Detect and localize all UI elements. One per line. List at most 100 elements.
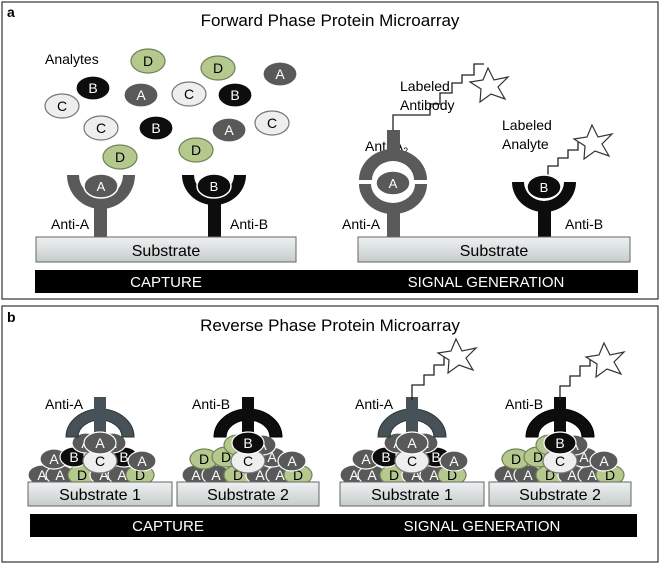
substrate-2-label-signal: Substrate 2 (519, 487, 601, 504)
labeled-analyte-line1: Labeled (502, 117, 552, 133)
free-analyte-c (83, 115, 119, 141)
anti-a-stem-signal (387, 204, 400, 237)
analyte-letter: B (230, 87, 239, 103)
free-analyte-a (262, 61, 298, 87)
anti-a-label-b1: Anti-A (45, 396, 84, 412)
reverse-spot-cluster: AADAADDDAADACB (493, 397, 625, 486)
capture-label-b: CAPTURE (132, 518, 204, 535)
panel-a: a Forward Phase Protein Microarray Analy… (1, 1, 659, 300)
label-star-icon (572, 123, 614, 161)
reverse-spot-cluster: AADAADABABAAACA (339, 397, 469, 486)
analyte-letter: B (210, 179, 219, 194)
analyte-letter: A (523, 467, 533, 483)
analyte-letter: D (511, 451, 521, 467)
analyte-letter: A (361, 451, 371, 467)
anti-b-label-b1: Anti-B (192, 396, 230, 412)
anti-b-stem (208, 195, 221, 237)
analyte-oval (277, 450, 307, 472)
analyte-letter: A (367, 467, 377, 483)
capture-side: A Anti-A B Anti-B Substrate (35, 173, 297, 263)
linker-b-anti-b (559, 357, 598, 400)
analyte-letter: B (431, 449, 440, 465)
panel-a-title: Forward Phase Protein Microarray (201, 11, 460, 30)
substrate-1-label-signal: Substrate 1 (371, 487, 453, 504)
analyte-letter: B (69, 449, 78, 465)
analyte-letter: A (429, 467, 439, 483)
anti-b-cup-signal (512, 182, 576, 212)
analyte-letter: B (119, 449, 128, 465)
linker-analyte (534, 142, 579, 178)
analyte-letter: C (57, 98, 67, 114)
substrate-1-slide-signal (339, 481, 485, 507)
substrate-2-label: Substrate 2 (207, 487, 289, 504)
analyte-letter: D (221, 449, 231, 465)
analyte-letter: D (533, 449, 543, 465)
panel-b-title: Reverse Phase Protein Microarray (200, 316, 460, 335)
analyte-letter: A (49, 451, 59, 467)
analyte-letter: A (224, 122, 234, 138)
anti-a-cup (67, 175, 135, 209)
substrate-label: Substrate (132, 243, 201, 260)
analyte-letter: C (184, 86, 194, 102)
stage-bar-a (35, 270, 638, 293)
analyte-letter: D (293, 467, 303, 483)
antibody-b-stem (242, 397, 254, 439)
analyte-letter: D (605, 467, 615, 483)
analyte-letter: C (267, 115, 277, 131)
substrate-2-slide-signal (488, 481, 632, 507)
analyte-a-sandwich (375, 170, 411, 196)
free-analyte-b (75, 75, 111, 101)
analyte-letter: D (143, 53, 153, 69)
analyte-b-labeled (526, 174, 562, 200)
substrate-slide (35, 236, 297, 263)
reverse-spot-cluster: AADAADDDAADACB (181, 397, 313, 486)
anti-a-stem (94, 195, 107, 237)
analyte-letter: D (213, 60, 223, 76)
free-analyte-a (211, 117, 247, 143)
analyte-letter: B (243, 435, 252, 451)
labeled-antibody-line1: Labeled (400, 78, 450, 94)
analyte-letter: A (349, 467, 359, 483)
analyte-letter: A (95, 435, 105, 451)
antibody-b-stem (554, 397, 566, 439)
anti-b-label-signal: Anti-B (565, 216, 603, 232)
analyte-letter: A (287, 453, 297, 469)
analyte-letter: A (255, 467, 265, 483)
analyte-letter: A (211, 467, 221, 483)
free-analyte-c (254, 110, 290, 136)
analyte-letter: A (275, 66, 285, 82)
analyte-letter: D (191, 142, 201, 158)
substrate-slide-signal (357, 236, 631, 263)
free-analyte-b (138, 115, 174, 141)
analyte-letter: A (411, 467, 421, 483)
anti-a2-cap (359, 149, 427, 180)
analyte-letter: D (77, 467, 87, 483)
analyte-letter: A (389, 176, 398, 191)
analyte-letter: A (267, 449, 277, 465)
free-analyte-d (102, 144, 138, 170)
antibody-a-stem (94, 397, 106, 439)
captured-analyte-b (543, 431, 577, 455)
analyte-letter: C (95, 453, 105, 469)
anti-a-label: Anti-A (51, 216, 90, 232)
analyte-letter: A (449, 453, 459, 469)
anti-b-label: Anti-B (230, 216, 268, 232)
labeled-antibody-line2: Antibody (400, 97, 454, 113)
label-star-icon (436, 337, 478, 375)
labeled-analyte-line2: Analyte (502, 136, 549, 152)
anti-a2-stem (387, 130, 400, 150)
free-analyte-c (44, 93, 80, 119)
analyte-letter: A (407, 435, 417, 451)
panel-b-letter: b (7, 309, 16, 325)
analyte-letter: A (137, 453, 147, 469)
analyte-letter: B (151, 120, 160, 136)
substrate-2-slide (176, 481, 320, 507)
anti-a-label-b2: Anti-A (355, 396, 394, 412)
analyte-letter: C (407, 453, 417, 469)
reverse-spots-group: AADAADABABAAACAAADAADDDAADACBAADAADABABA… (27, 397, 625, 486)
antibody-b-cap (213, 408, 283, 438)
reverse-spot-cluster: AADAADABABAAACA (27, 397, 157, 486)
analyte-letter: D (115, 149, 125, 165)
anti-b-label-b2: Anti-B (505, 396, 543, 412)
